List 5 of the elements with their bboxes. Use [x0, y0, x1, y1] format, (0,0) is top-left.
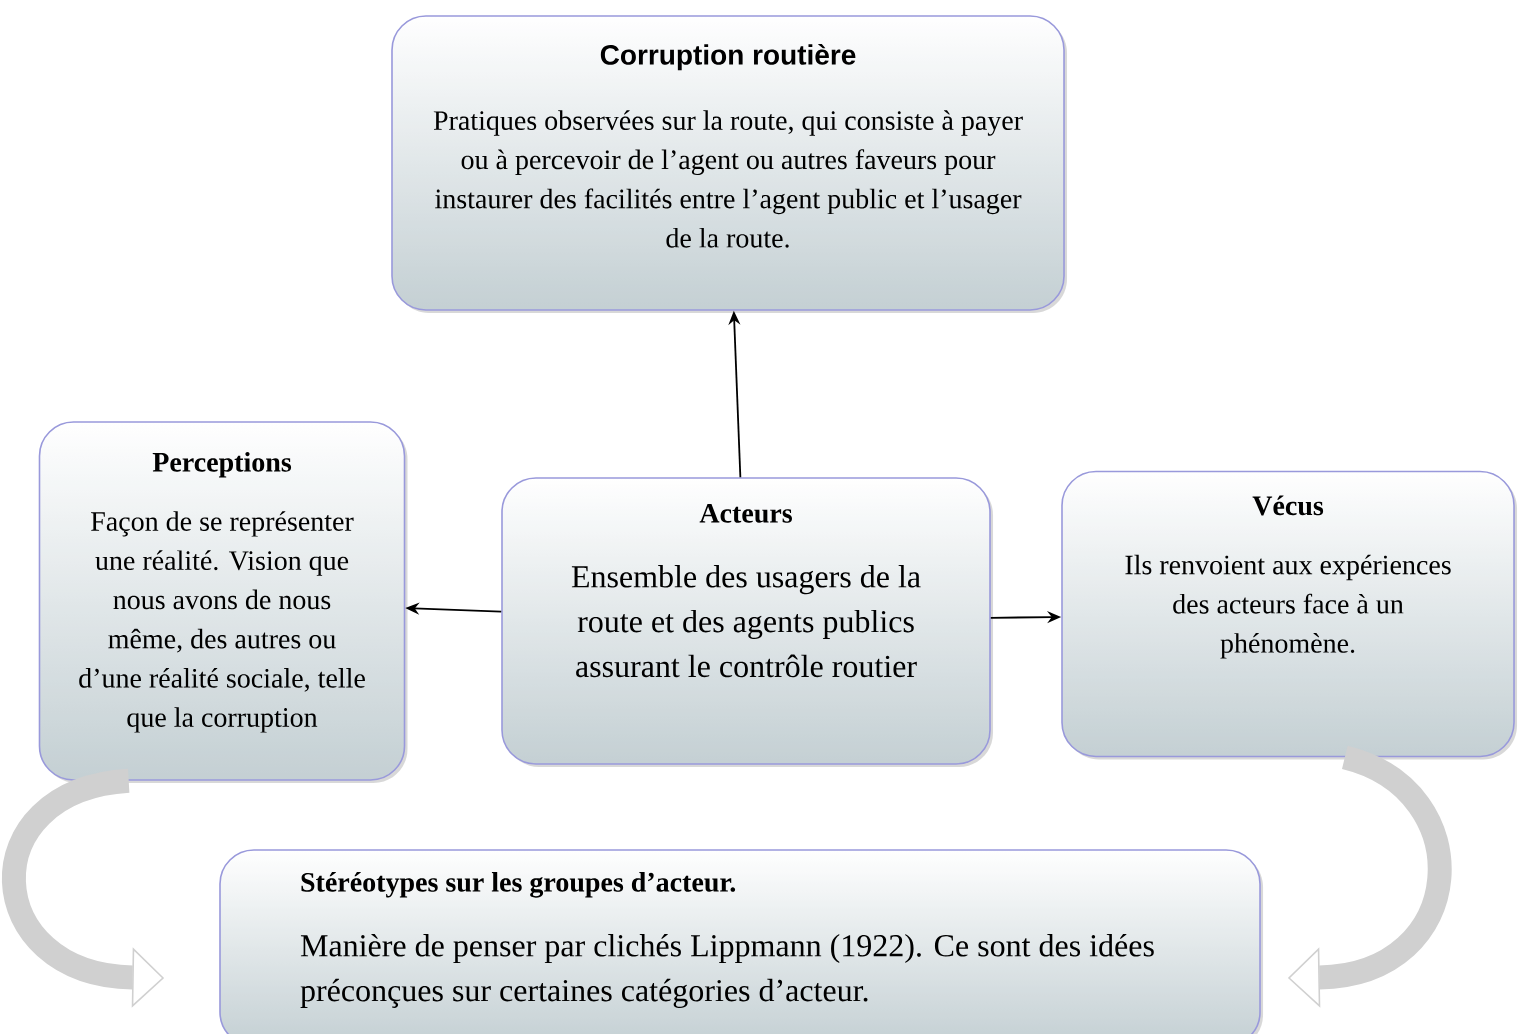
- card-box: Acteurs Ensemble des usagers de la route et des agents publics assurant le contrôle routier: [501, 477, 993, 767]
- card-box: Perceptions Façon de se représenter une réalité. Vision que nous avons de nous même, des autres ou d’une réalité sociale, telle que la corruption: [38, 421, 408, 783]
- card-box: Corruption routière Pratiques observées sur la route, qui consiste à payer ou à percevoir de l’agent ou autres faveurs pour instaurer des facilités entre l’agent public et l’usager de la route.: [391, 15, 1067, 313]
- card-box: Stéréotypes sur les groupes d’acteur. Manière de penser par clichés Lippmann (1922). Ce sont des idées préconçues sur certaines catégories d’acteur.: [219, 849, 1264, 1034]
- card-box: Vécus Ils renvoient aux expériences des acteurs face à un phénomène.: [1061, 470, 1517, 760]
